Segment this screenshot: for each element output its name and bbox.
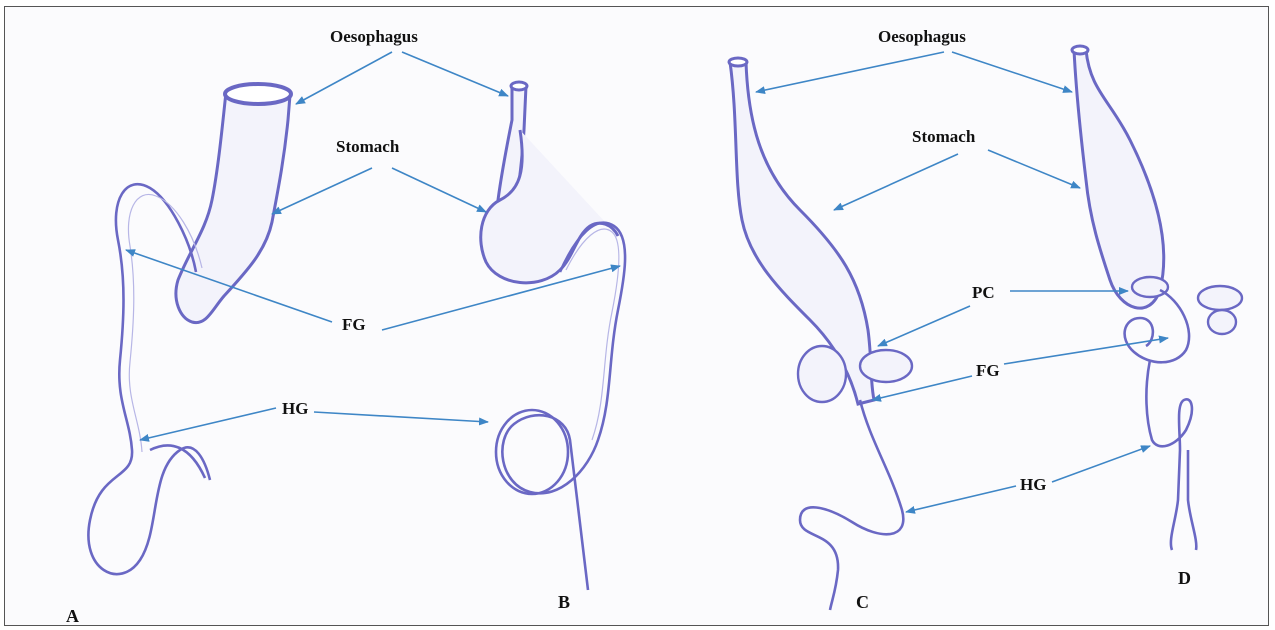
panel-label-c: C (856, 592, 869, 612)
label-fg-left: FG (342, 315, 366, 334)
label-oesophagus-right: Oesophagus (878, 27, 966, 46)
arrow-oesophagus-b (402, 52, 508, 96)
arrow-fg-d (1004, 338, 1168, 364)
label-fg-right: FG (976, 361, 1000, 380)
arrow-oesophagus-a (296, 52, 392, 104)
label-stomach-left: Stomach (336, 137, 400, 156)
specimen-c-oesophagus-opening (729, 58, 747, 66)
arrow-stomach-b (392, 168, 486, 212)
specimen-d-hindgut (1146, 360, 1196, 550)
specimen-b-hindgut-coil (496, 410, 568, 494)
label-stomach-right: Stomach (912, 127, 976, 146)
panel-label-a: A (66, 606, 79, 626)
specimen-b-stomach (481, 130, 618, 283)
arrow-oesophagus-d (952, 52, 1072, 92)
arrow-stomach-d (988, 150, 1080, 188)
specimen-b-foregut-inner (566, 229, 619, 440)
arrow-pc-c (878, 306, 970, 346)
label-pc: PC (972, 283, 995, 302)
arrow-hg-a (140, 408, 276, 440)
specimen-b-oesophagus-opening (511, 82, 527, 90)
arrow-hg-c (906, 486, 1016, 512)
specimen-d-caecum-3 (1208, 310, 1236, 334)
specimen-c-caecum-right (860, 350, 912, 382)
specimen-b (481, 82, 625, 590)
specimen-d-caecum-1 (1132, 277, 1168, 297)
label-hg-right: HG (1020, 475, 1046, 494)
specimen-c-caecum-left (798, 346, 846, 402)
specimen-d-oesophagus-opening (1072, 46, 1088, 54)
arrow-stomach-c (834, 154, 958, 210)
specimen-d (1072, 46, 1242, 550)
panel-label-d: D (1178, 568, 1191, 588)
specimen-a-foregut (88, 184, 210, 574)
label-oesophagus-left: Oesophagus (330, 27, 418, 46)
specimen-a (88, 84, 291, 574)
arrow-hg-d (1052, 446, 1150, 482)
specimen-c-gut (800, 400, 903, 610)
specimen-d-oesophagus-stomach (1074, 50, 1164, 308)
specimen-c (729, 58, 912, 610)
panel-label-b: B (558, 592, 570, 612)
specimen-c-oesophagus-stomach (730, 62, 874, 404)
arrow-stomach-a (272, 168, 372, 214)
label-hg-left: HG (282, 399, 308, 418)
arrow-oesophagus-c (756, 52, 944, 92)
arrow-hg-b (314, 412, 488, 422)
specimen-d-caecum-2 (1198, 286, 1242, 310)
specimen-a-oesophagus-opening (225, 84, 291, 104)
